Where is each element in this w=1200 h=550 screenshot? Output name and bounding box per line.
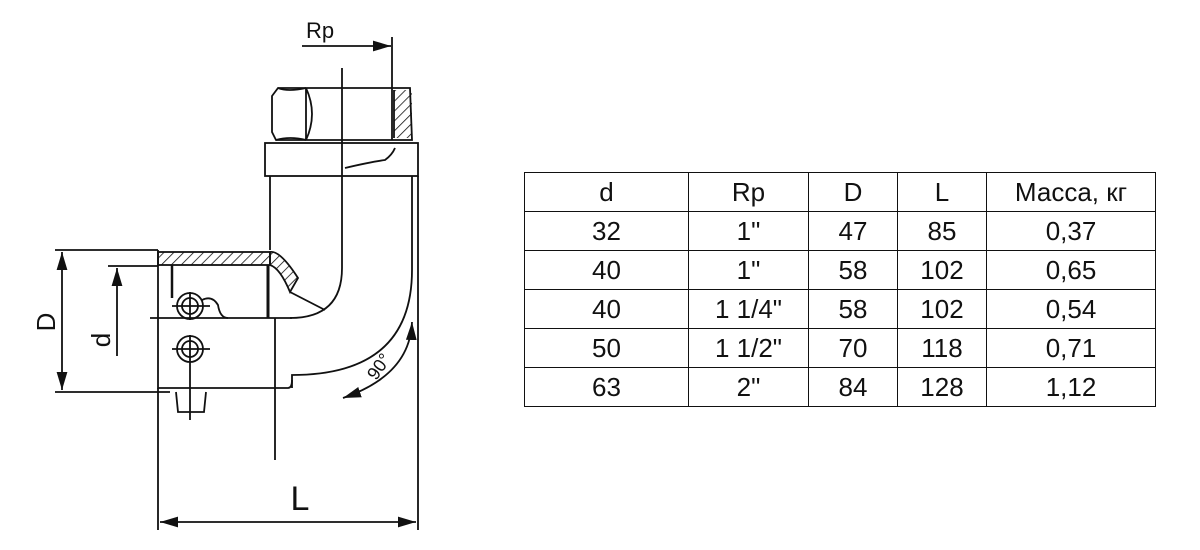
table-header-row: d Rp D L Масса, кг (524, 172, 1156, 212)
cell: 58 (808, 250, 898, 290)
cell: 0,54 (986, 289, 1156, 329)
cell: 2" (688, 367, 809, 407)
cell: 50 (524, 328, 689, 368)
cell: 58 (808, 289, 898, 329)
cell: 102 (897, 250, 987, 290)
cell: 1" (688, 211, 809, 251)
cell: 85 (897, 211, 987, 251)
cell: 70 (808, 328, 898, 368)
indicator-pin (175, 391, 207, 413)
angle-label: 90° (363, 350, 395, 384)
terminal-lower (172, 335, 210, 420)
cell: 1 1/2" (688, 328, 809, 368)
header-rp: Rp (688, 172, 809, 212)
cell: 32 (524, 211, 689, 251)
header-mass: Масса, кг (986, 172, 1156, 212)
cell: 102 (897, 289, 987, 329)
header-D: D (808, 172, 898, 212)
cell: 0,65 (986, 250, 1156, 290)
header-L: L (897, 172, 987, 212)
cell: 128 (897, 367, 987, 407)
collar (264, 142, 419, 177)
L-label: L (291, 480, 310, 518)
D-label: D (31, 313, 61, 332)
cell: 40 (524, 250, 689, 290)
cell: 84 (808, 367, 898, 407)
cell: 0,37 (986, 211, 1156, 251)
header-d: d (524, 172, 689, 212)
cell: 47 (808, 211, 898, 251)
d-label: d (86, 333, 116, 347)
cell: 40 (524, 289, 689, 329)
terminal-upper (172, 292, 210, 320)
rp-label: Rp (306, 18, 334, 43)
cell: 118 (897, 328, 987, 368)
cell: 1 1/4" (688, 289, 809, 329)
cell: 1,12 (986, 367, 1156, 407)
cell: 0,71 (986, 328, 1156, 368)
elbow-fitting-drawing: Rp D d L 90° (31, 18, 419, 530)
angle-arc (342, 321, 417, 399)
cell: 1" (688, 250, 809, 290)
hex-nut (271, 87, 413, 141)
cell: 63 (524, 367, 689, 407)
